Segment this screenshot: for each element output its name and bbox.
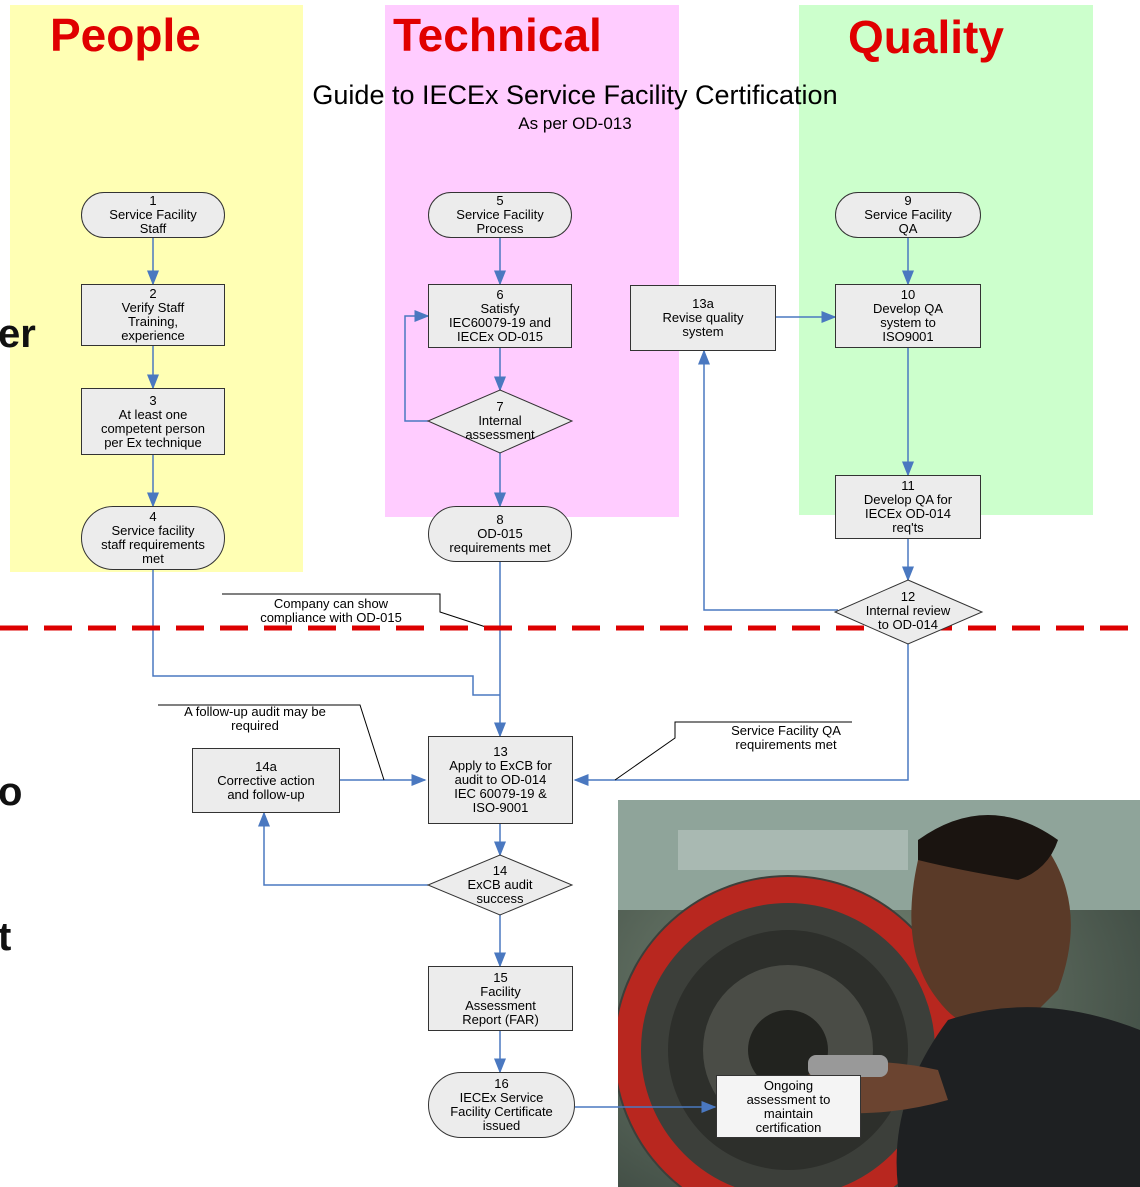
diagram-title: Guide to IECEx Service Facility Certific… bbox=[312, 80, 838, 110]
diagram-subtitle: As per OD-013 bbox=[518, 114, 632, 133]
quality-band bbox=[799, 5, 1093, 515]
node-8-od015-requirements-met: 8 OD-015 requirements met bbox=[428, 506, 572, 562]
side-fragment-2: o bbox=[0, 770, 23, 814]
node-15-facility-assessment-report: 15 Facility Assessment Report (FAR) bbox=[428, 966, 573, 1031]
node-14-excb-audit-success: 14 ExCB audit success bbox=[467, 863, 533, 906]
node-7-internal-assessment: 7 Internal assessment bbox=[465, 399, 535, 442]
node-10-develop-qa-iso9001: 10 Develop QA system to ISO9001 bbox=[835, 284, 981, 348]
note-followup-audit: A follow-up audit may be required bbox=[184, 704, 326, 733]
node-4-staff-requirements-met: 4 Service facility staff requirements me… bbox=[81, 506, 225, 570]
side-fragment-1: er bbox=[0, 312, 36, 356]
column-heading-quality: Quality bbox=[848, 11, 1004, 63]
node-3-competent-person: 3 At least one competent person per Ex t… bbox=[81, 388, 225, 455]
node-13a-revise-quality-system: 13a Revise quality system bbox=[630, 285, 776, 351]
node-11-develop-qa-od014: 11 Develop QA for IECEx OD-014 req'ts bbox=[835, 475, 981, 539]
node-14a-corrective-action: 14a Corrective action and follow-up bbox=[192, 748, 340, 813]
node-2-verify-staff-training: 2 Verify Staff Training, experience bbox=[81, 284, 225, 346]
side-fragment-3: t bbox=[0, 915, 12, 959]
note-od015-compliance: Company can show compliance with OD-015 bbox=[260, 596, 402, 625]
node-12-internal-review: 12 Internal review to OD-014 bbox=[865, 589, 951, 632]
node-6-satisfy-standards: 6 Satisfy IEC60079-19 and IECEx OD-015 bbox=[428, 284, 572, 348]
node-16-certificate-issued: 16 IECEx Service Facility Certificate is… bbox=[428, 1072, 575, 1138]
node-5-service-facility-process: 5 Service Facility Process bbox=[428, 192, 572, 238]
node-1-service-facility-staff: 1 Service Facility Staff bbox=[81, 192, 225, 238]
technician-photo bbox=[618, 800, 1140, 1187]
node-ongoing-assessment: Ongoing assessment to maintain certifica… bbox=[716, 1075, 861, 1138]
node-9-service-facility-qa: 9 Service Facility QA bbox=[835, 192, 981, 238]
column-heading-technical: Technical bbox=[393, 9, 602, 61]
node-13-apply-to-excb: 13 Apply to ExCB for audit to OD-014 IEC… bbox=[428, 736, 573, 824]
note-qa-requirements-met: Service Facility QA requirements met bbox=[731, 723, 841, 752]
column-heading-people: People bbox=[50, 9, 201, 61]
